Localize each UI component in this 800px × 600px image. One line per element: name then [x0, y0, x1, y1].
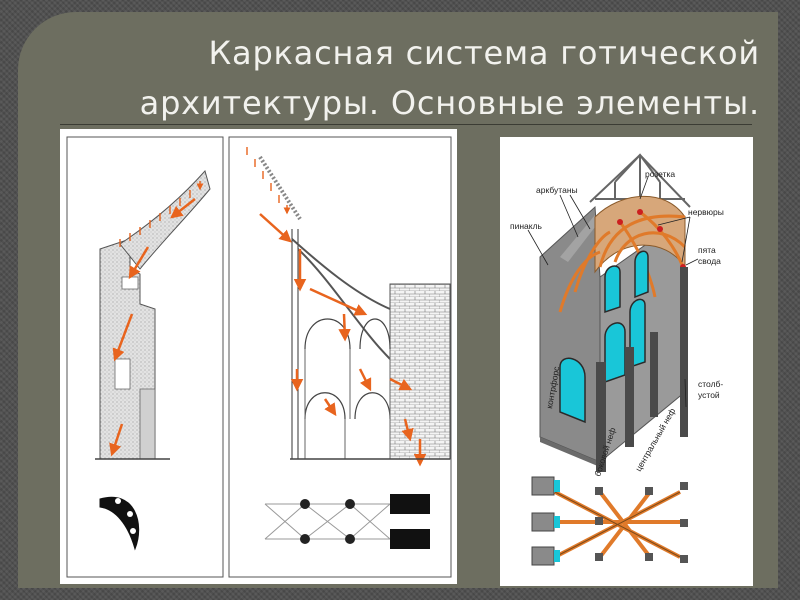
columns	[596, 267, 688, 472]
label-pinakl: пинакль	[510, 221, 543, 231]
cathedral-cutaway-figure: розетка аркбутаны нервюры пинакль пята с…	[500, 137, 753, 586]
nave-section	[246, 147, 451, 549]
label-pyata-svoda-line-2: свода	[698, 256, 721, 266]
label-rozetka: розетка	[645, 169, 675, 179]
cross-section-drawing	[66, 136, 452, 578]
buttress-section	[95, 169, 211, 551]
label-stolb-ustoy-line-1: столб-	[698, 379, 723, 389]
slide-title-line-1: Каркасная система готической	[208, 34, 760, 72]
windows	[559, 250, 649, 424]
cross-section-figure	[60, 129, 457, 584]
slide-title-line-2: архитектуры. Основные элементы.	[139, 84, 760, 122]
slide-title: Каркасная система готической архитектуры…	[60, 28, 760, 128]
label-pyata-svoda-line-1: пята	[698, 245, 716, 255]
cathedral-cutaway-drawing: розетка аркбутаны нервюры пинакль пята с…	[510, 153, 724, 566]
ribs	[558, 210, 687, 313]
label-nervyury: нервюры	[688, 207, 724, 217]
label-arkbutany: аркбутаны	[536, 185, 578, 195]
title-divider	[60, 124, 752, 125]
floor-plan	[531, 476, 688, 566]
label-stolb-ustoy-line-2: устой	[698, 390, 720, 400]
